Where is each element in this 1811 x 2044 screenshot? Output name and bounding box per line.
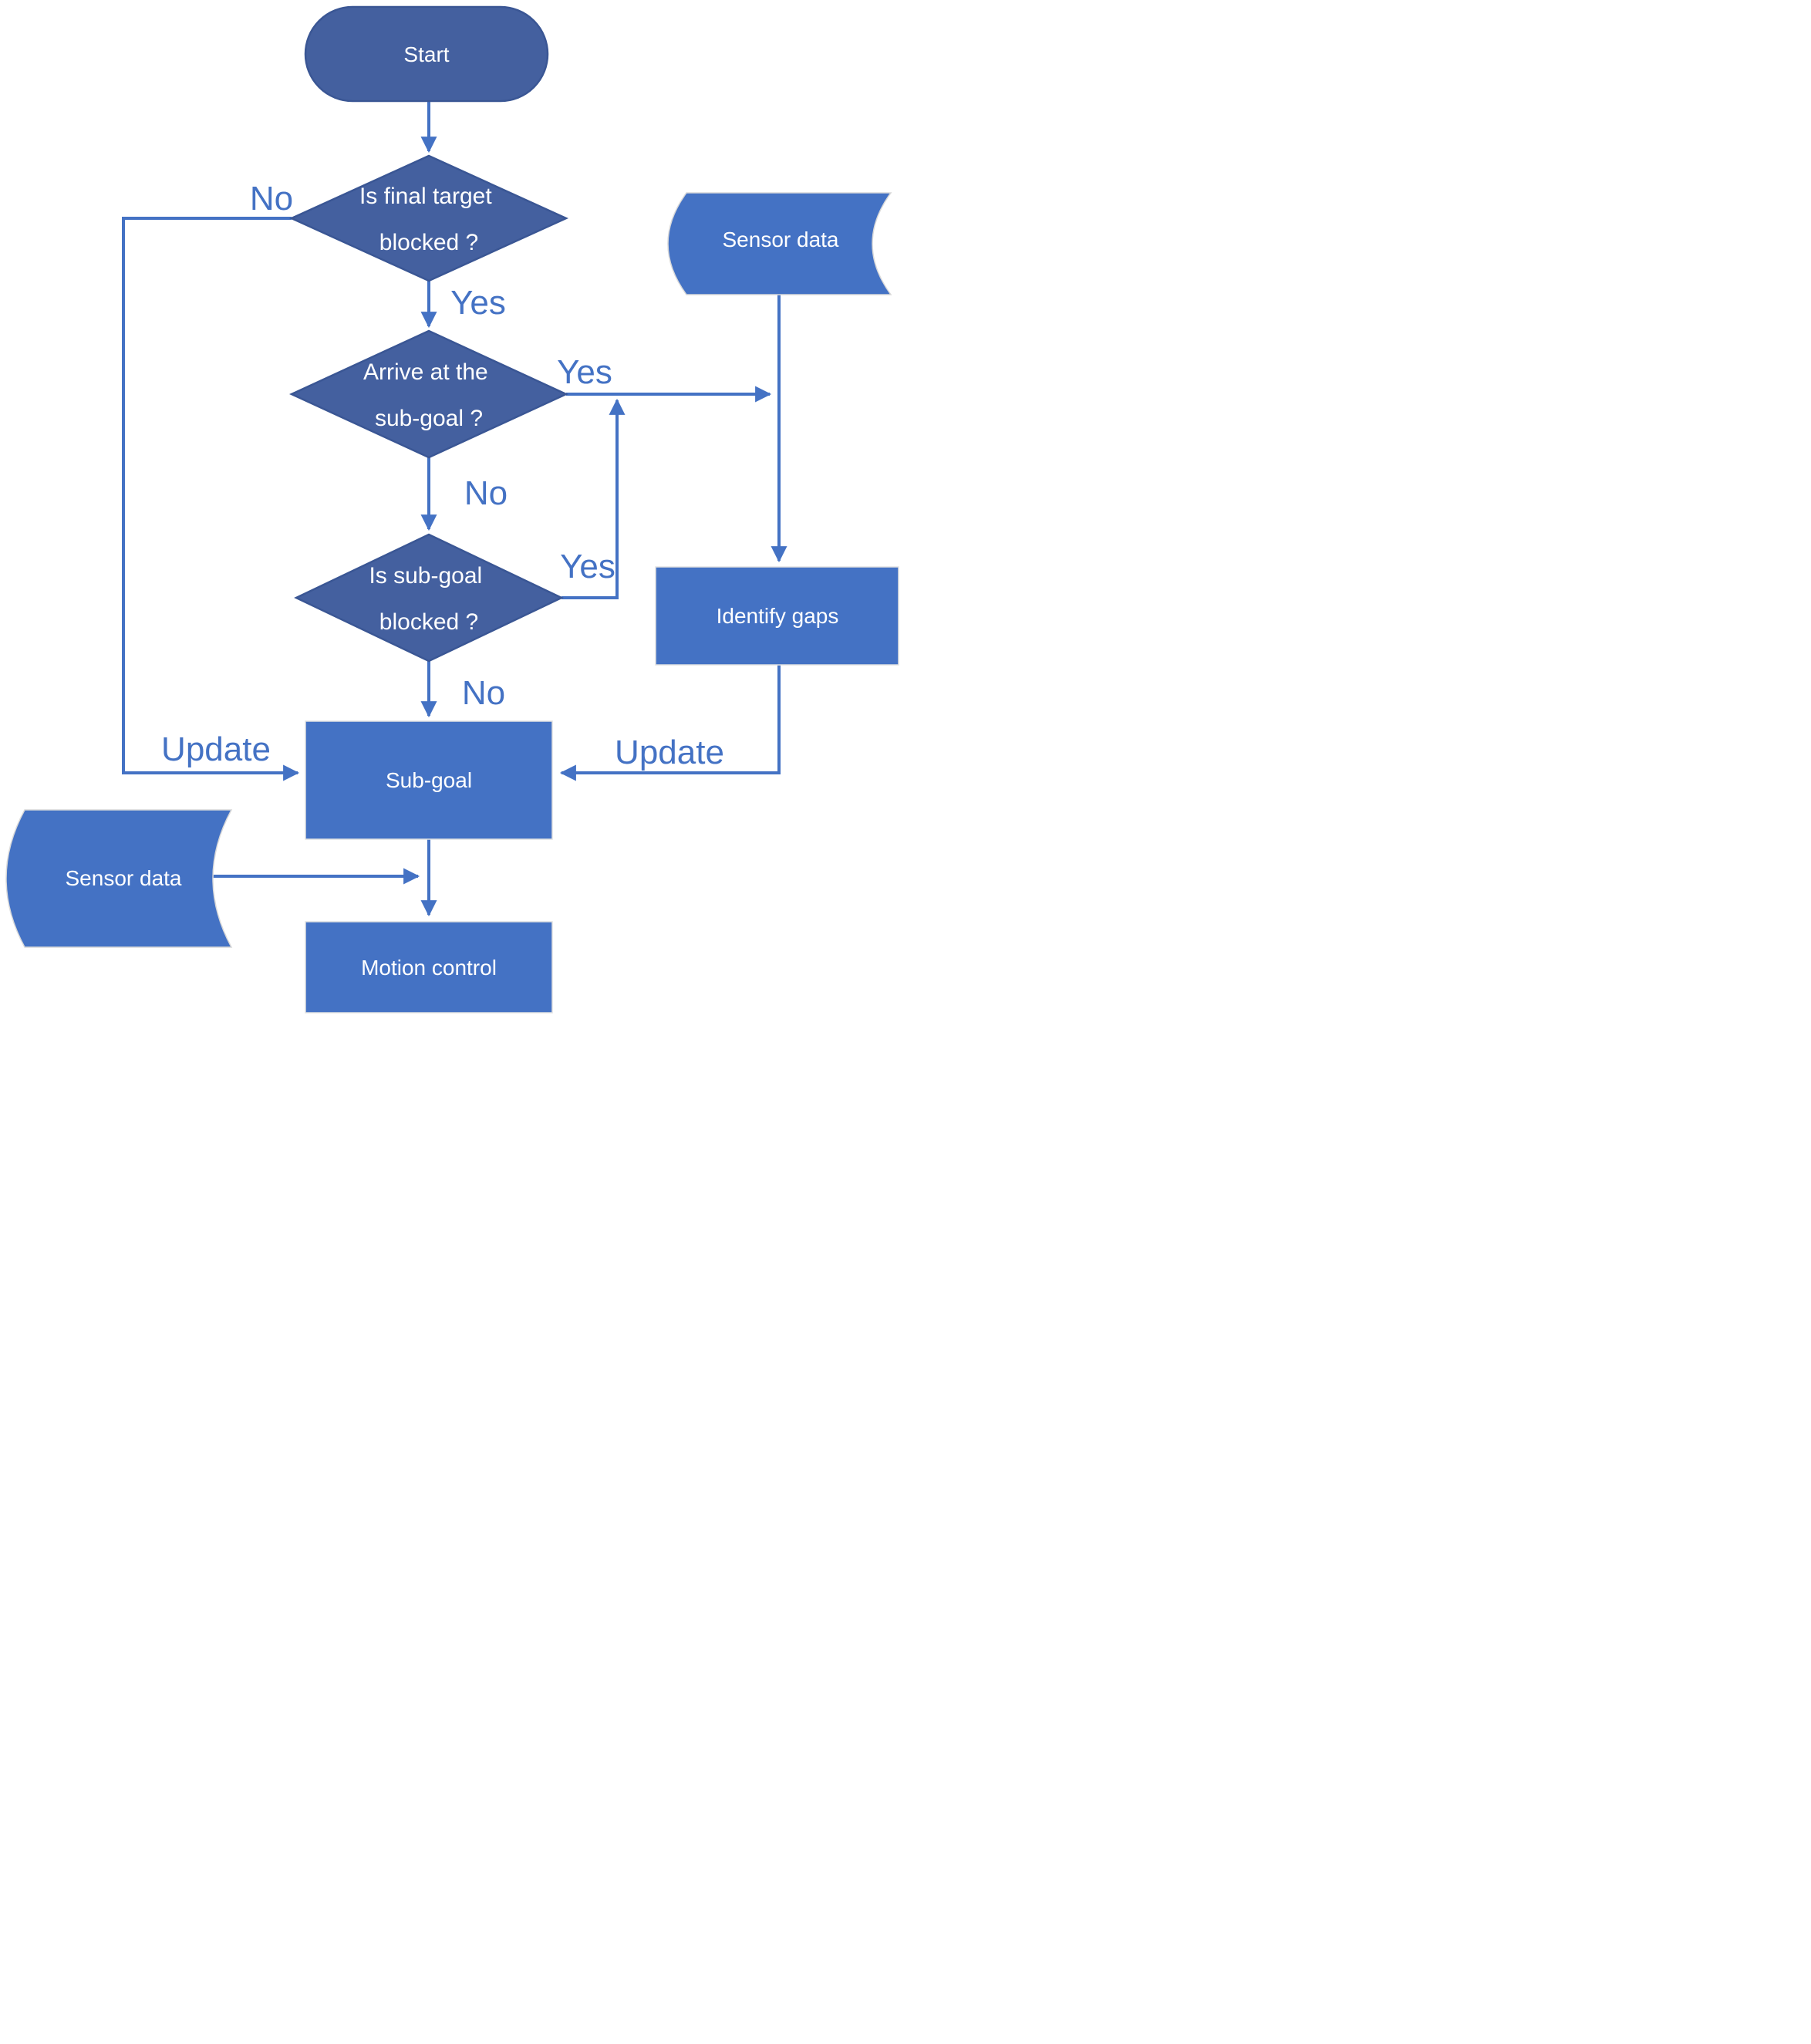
label-no-arrive: No (464, 474, 508, 512)
node-sensor-data-bottom: Sensor data (5, 809, 233, 948)
flowchart-svg: No Yes Yes No Yes No Update Update Start… (5, 5, 899, 1014)
sub-goal-blocked-shape (294, 533, 564, 663)
edge-labels: No Yes Yes No Yes No Update Update (161, 180, 724, 771)
edge-identify-gaps-update-to-subgoal (559, 665, 781, 781)
motion-control-shape (305, 921, 553, 1014)
start-shape (304, 5, 549, 103)
sensor-data-bottom-label: Sensor data (66, 866, 182, 890)
node-identify-gaps: Identify gaps (655, 566, 899, 666)
node-motion-control: Motion control (305, 921, 553, 1014)
edge-yes-subgoal-blocked-up (562, 398, 626, 599)
arrive-sub-goal-shape (289, 329, 568, 459)
sub-goal-blocked-label: Is sub-goal blocked ? (369, 563, 488, 635)
label-yes-arrive: Yes (557, 353, 612, 391)
identify-gaps-label: Identify gaps (717, 604, 839, 628)
label-yes-subgoal-blocked: Yes (560, 548, 615, 585)
label-yes-final-target: Yes (450, 284, 506, 322)
motion-control-label: Motion control (361, 956, 497, 980)
node-start: Start (304, 5, 549, 103)
sub-goal-label: Sub-goal (386, 768, 472, 792)
node-sub-goal: Sub-goal (305, 720, 553, 840)
flowchart-canvas: No Yes Yes No Yes No Update Update Start… (0, 0, 906, 1022)
sensor-data-bottom-shape (5, 809, 233, 948)
sub-goal-shape (305, 720, 553, 840)
label-update-left: Update (161, 730, 271, 768)
label-update-right: Update (615, 734, 724, 771)
node-sub-goal-blocked: Is sub-goal blocked ? (294, 533, 564, 663)
sensor-data-top-label: Sensor data (723, 228, 839, 251)
node-sensor-data-top: Sensor data (667, 192, 892, 295)
node-arrive-sub-goal: Arrive at the sub-goal ? (289, 329, 568, 459)
final-target-blocked-shape (288, 154, 569, 282)
final-target-blocked-label: Is final target blocked ? (359, 184, 498, 255)
label-no-subgoal-blocked: No (462, 674, 505, 712)
sensor-data-top-shape (667, 192, 892, 295)
node-final-target-blocked: Is final target blocked ? (288, 154, 569, 282)
label-no-final-target: No (250, 180, 293, 218)
arrive-sub-goal-label: Arrive at the sub-goal ? (363, 359, 494, 431)
start-label: Start (403, 42, 449, 66)
edge-no-final-target-to-subgoal (122, 217, 300, 781)
connectors (122, 101, 787, 917)
identify-gaps-shape (655, 566, 899, 666)
